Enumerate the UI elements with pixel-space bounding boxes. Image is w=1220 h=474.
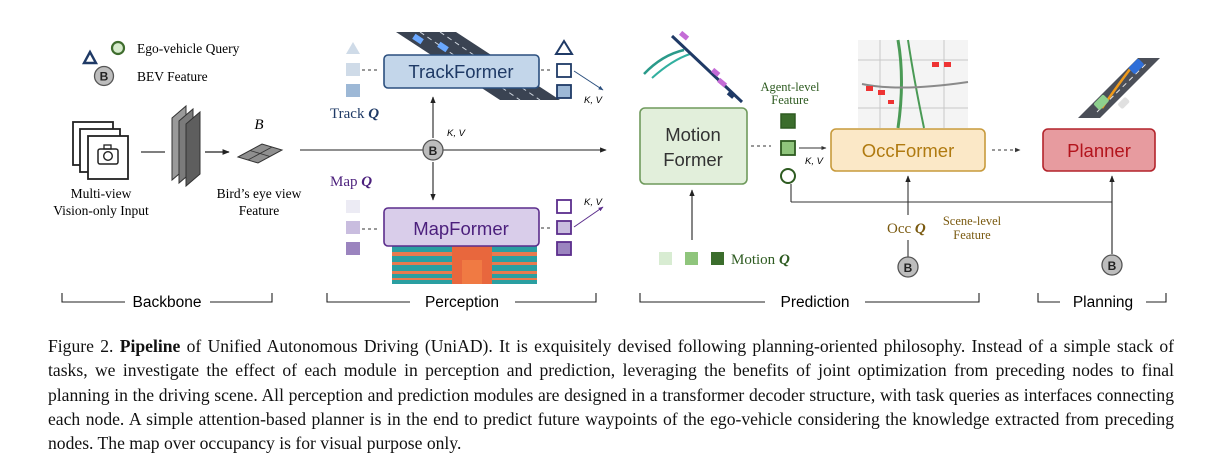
occ-q-label: Occ Q	[887, 221, 926, 237]
map-kv-arrow	[573, 206, 604, 228]
map-segmentation-image	[392, 246, 537, 284]
occformer-box	[830, 128, 986, 172]
planner-box	[1042, 128, 1156, 172]
agent-ego-query-circle-icon	[780, 168, 796, 184]
mapformer-group: Map Q MapFormer K, V	[330, 174, 604, 284]
perception-bev-node: B K, V	[422, 96, 467, 201]
perception-section-label: Perception	[425, 294, 499, 311]
multi-view-input-label-line1: Multi-view	[71, 186, 132, 201]
planner-bev-node-letter: B	[1108, 259, 1117, 273]
motionformer-group: Motion Former Motion Q Agent-level Featu…	[639, 30, 827, 268]
motionformer-label-line1: Motion	[665, 124, 721, 145]
trackformer-label: TrackFormer	[408, 61, 513, 82]
multi-view-camera-icon	[72, 121, 129, 180]
track-kv-label: K, V	[584, 95, 604, 106]
occ-bev-node-letter: B	[904, 261, 913, 275]
motion-trajectory-image	[643, 30, 744, 104]
scene-feature-label-line2: Feature	[953, 228, 991, 242]
backbone-bracket: Backbone	[61, 293, 273, 311]
perception-bracket: Perception	[326, 293, 597, 311]
legend: Ego-vehicle Query B BEV Feature	[81, 40, 240, 87]
map-query-stack	[346, 200, 360, 255]
occupancy-scene-image	[858, 39, 969, 129]
track-output-stack	[554, 39, 574, 99]
occformer-group: OccFormer Occ Q Scene-level Feature B	[790, 39, 1112, 278]
backbone-section-label: Backbone	[133, 294, 202, 311]
bev-node-letter: B	[429, 144, 438, 158]
legend-bev-feature-label: BEV Feature	[137, 69, 208, 84]
planning-section-label: Planning	[1073, 294, 1133, 311]
mapformer-box	[383, 207, 540, 247]
motion-q-label: Motion Q	[731, 252, 790, 268]
figure-caption: Figure 2. Pipeline of Unified Autonomous…	[48, 334, 1174, 455]
multi-view-input-label-line2: Vision-only Input	[53, 203, 149, 218]
occformer-label: OccFormer	[862, 140, 955, 161]
agent-feature-label-line1: Agent-level	[760, 80, 820, 94]
uniad-pipeline-diagram: Ego-vehicle Query B BEV Feature Multi-vi…	[53, 30, 1167, 311]
caption-figure-label: Figure 2.	[48, 336, 120, 356]
mapformer-label: MapFormer	[413, 218, 509, 239]
scene-feature-label-line1: Scene-level	[943, 214, 1002, 228]
bev-symbol-label: B	[254, 117, 263, 133]
prediction-bracket: Prediction	[639, 293, 980, 311]
agent-feature-label-line2: Feature	[771, 93, 809, 107]
motionformer-box	[639, 107, 748, 185]
planner-label: Planner	[1067, 140, 1131, 161]
legend-ego-query-label: Ego-vehicle Query	[137, 41, 240, 56]
prediction-section-label: Prediction	[781, 294, 850, 311]
bev-grid-icon	[236, 143, 284, 164]
planner-bev-node-icon	[1101, 254, 1123, 276]
agent-kv-label: K, V	[805, 156, 825, 167]
backbone-network-icon	[171, 104, 201, 188]
ego-query-triangle-icon	[81, 49, 99, 65]
bev-node-icon	[422, 139, 444, 161]
map-kv-label: K, V	[584, 197, 604, 208]
bev-feature-label-line1: Bird’s eye view	[217, 186, 302, 201]
backbone-section: Multi-view Vision-only Input B Bird’s ey…	[53, 104, 302, 218]
occ-bev-node-icon	[897, 256, 919, 278]
bev-feature-label-line2: Feature	[239, 203, 279, 218]
planner-group: Planner B	[1042, 58, 1160, 276]
track-kv-arrow	[573, 70, 604, 91]
trackformer-box	[383, 54, 540, 89]
motion-query-stack	[659, 252, 724, 265]
planning-bracket: Planning	[1037, 293, 1167, 311]
track-query-triangle-icon	[346, 42, 360, 54]
agent-feature-stack	[780, 113, 796, 184]
caption-bold-term: Pipeline	[119, 336, 181, 356]
track-q-label: Track Q	[330, 106, 379, 122]
track-output-triangle-icon	[554, 39, 574, 55]
bev-feature-icon-letter: B	[100, 70, 109, 84]
map-q-label: Map Q	[330, 174, 372, 190]
caption-body: of Unified Autonomous Driving (UniAD). I…	[48, 336, 1174, 454]
center-kv-label: K, V	[447, 128, 467, 139]
trackformer-group: TrackFormer Track Q K, V	[330, 31, 604, 122]
motionformer-label-line2: Former	[663, 149, 723, 170]
track-query-stack	[346, 42, 360, 97]
ego-query-circle-icon	[110, 40, 126, 56]
bev-feature-icon	[93, 65, 115, 87]
section-brackets: Backbone Perception Prediction Planning	[61, 293, 1167, 311]
map-output-stack	[556, 199, 572, 256]
planning-scene-image	[1078, 58, 1160, 118]
